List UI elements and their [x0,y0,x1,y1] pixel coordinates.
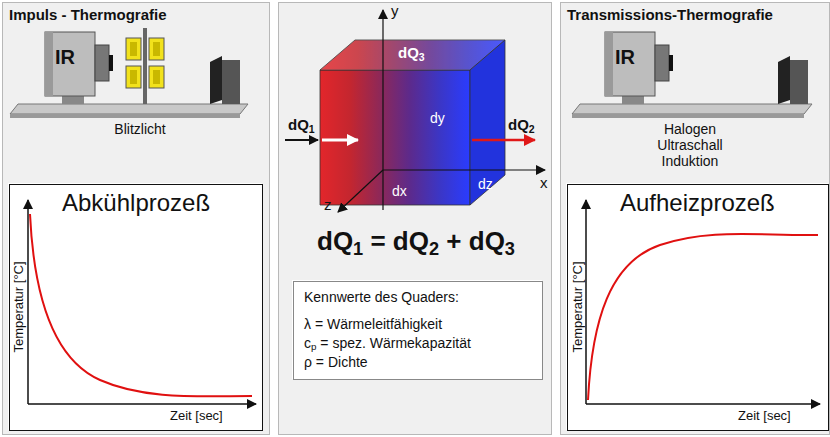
source-label: Halogen Ultraschall Induktion [648,121,732,169]
sample [778,56,790,104]
ir-camera [605,32,655,96]
camera-lens [95,45,109,81]
base-plate [572,104,812,114]
axis-label: Zeit [sec] [738,409,791,424]
property-line: cp = spez. Wärmekapazität [304,334,532,354]
x-axis [28,403,256,405]
base-plate-edge [572,114,804,118]
flash-bulb [153,70,160,84]
axis-label: Zeit [sec] [170,409,223,424]
heat-out-arrow [472,139,535,142]
axis-label: Temperatur [°C] [12,261,27,352]
property-line: Kennwerte des Quaders: [304,288,532,307]
device-label: IR [55,46,75,69]
camera-mount [622,96,644,104]
chart-box: AbkühlprozeßTemperatur [°C] Zeit [sec] [9,184,263,431]
y-axis [585,200,587,404]
camera-side [605,32,613,96]
heat-in-arrow [322,139,358,142]
flash-lamp [126,38,141,60]
axis-name: y [391,2,399,19]
sample-holder [790,60,808,104]
flash-bulb [130,70,137,84]
property-line: ρ = Dichte [304,353,532,372]
heat-in-arrow [285,139,318,141]
dimension-label: dz [478,176,493,192]
panel-title: Transmissions-Thermografie [567,6,773,23]
cube-front [320,70,470,205]
heat-flow-label: dQ3 [398,44,425,63]
flash-lamp [149,66,164,88]
panel-ground [560,2,830,435]
base-plate [10,104,248,114]
flash-bulb [153,42,160,56]
panel-ground [2,2,270,435]
cooling-curve [30,214,252,396]
chart-ground [8,183,262,430]
property-line: λ = Wärmeleitfähigkeit [304,315,532,334]
chart-title: Aufheizprozeß [620,189,775,217]
y-axis [27,200,29,404]
panel-title: Impuls - Thermografie [9,6,167,23]
lens-front [669,55,673,71]
camera-mount [62,96,84,104]
z-axis [338,170,383,212]
chart-ground [566,183,828,430]
axis-name: x [540,174,548,191]
axis-label: Temperatur [°C] [571,261,586,352]
dimension-label: dy [430,110,445,126]
ir-camera [45,32,95,96]
y-axis [382,10,383,210]
heat-flow-label: dQ2 [508,116,535,135]
method-panel: Transmissions-ThermografieAufheizprozeßT… [560,2,830,435]
sample-holder [222,60,240,104]
chart-box: AufheizprozeßTemperatur [°C] Zeit [sec] [567,184,829,431]
device-label: IR [615,46,635,69]
property-box: Kennwerte des Quaders: λ = Wärmeleitfähig… [293,281,543,380]
sample [210,56,222,104]
cube-right [470,40,505,205]
method-panel: Impuls - ThermografieAbkühlprozeßTempera… [2,2,270,435]
chart-title: Abkühlprozeß [62,189,210,217]
flash-pole [143,28,147,104]
x-axis [383,169,545,170]
dimension-label: dx [392,183,407,199]
flash-lamp [126,66,141,88]
heating-curve [588,234,818,400]
base-plate-edge [10,114,240,118]
model-panel: dQ1 = dQ2 + dQ3Kennwerte des Quaders: λ =… [278,2,552,435]
box-ground [292,280,542,379]
equation: dQ1 = dQ2 + dQ3 [317,227,515,259]
heat-flow-label: dQ1 [288,116,315,135]
flash-lamp [149,38,164,60]
source-label: Blitzlicht [114,121,165,137]
flash-bulb [130,42,137,56]
panel-ground [278,2,552,435]
axis-name: z [324,196,332,213]
camera-side [45,32,53,96]
lens-front [109,55,113,71]
camera-lens [655,45,669,81]
x-axis [586,403,820,405]
